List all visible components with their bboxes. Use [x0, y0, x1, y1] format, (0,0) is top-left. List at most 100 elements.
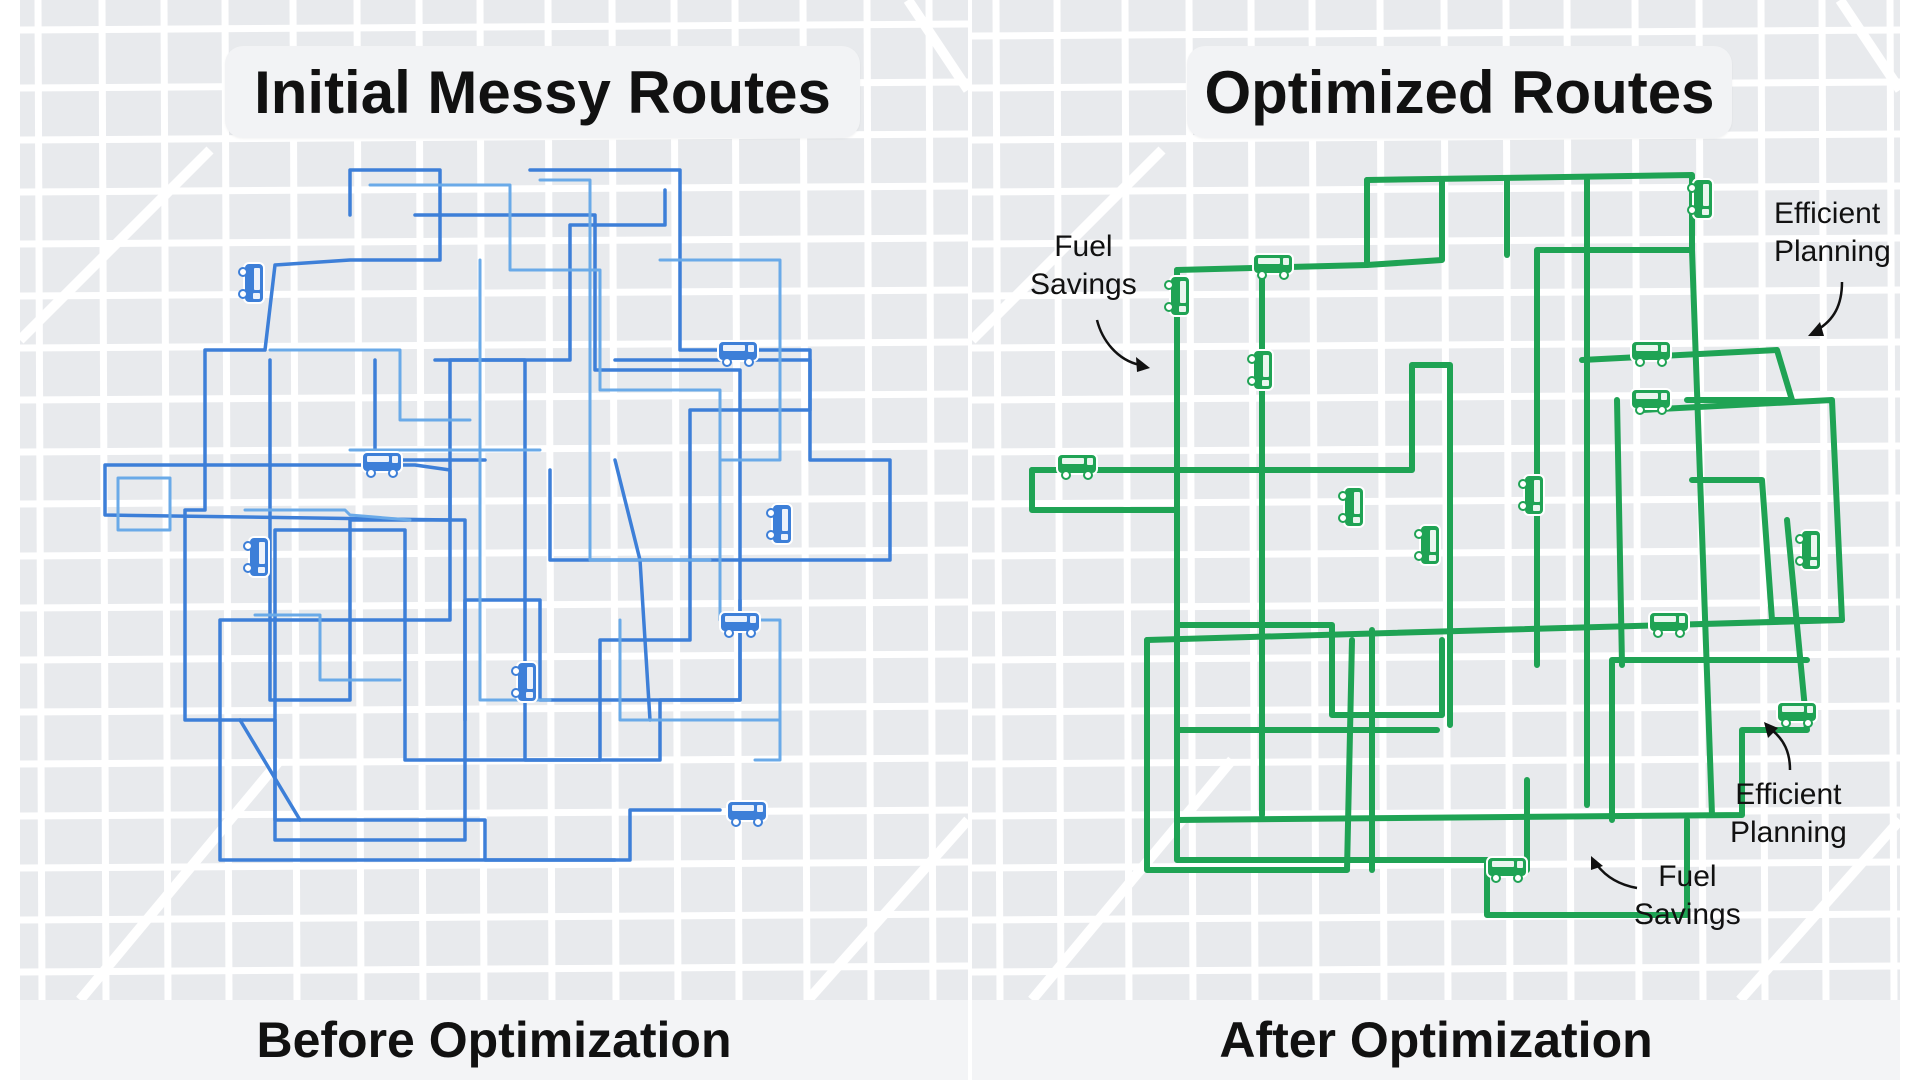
van-icon — [1795, 529, 1822, 571]
street — [972, 702, 1900, 716]
before-title: Initial Messy Routes — [225, 46, 860, 138]
route-line — [1579, 347, 1795, 403]
van-icon — [1776, 701, 1818, 728]
after-map-panel: Optimized Routes Fuel Savings Efficient … — [972, 0, 1900, 1000]
after-footer-label: After Optimization — [972, 1000, 1900, 1080]
street — [972, 494, 1900, 508]
van-icon — [1414, 524, 1441, 566]
street — [972, 754, 1900, 768]
van-icon — [1518, 474, 1545, 516]
route-line — [1174, 467, 1690, 918]
street — [972, 26, 1900, 40]
arrow-icon — [1095, 319, 1150, 372]
street — [20, 338, 968, 352]
street — [972, 338, 1900, 352]
route-line — [1364, 177, 1445, 268]
route-line — [1144, 637, 1355, 873]
route-line — [658, 258, 782, 462]
van-icon — [766, 503, 793, 545]
route-line — [1029, 467, 1180, 513]
street-diagonal — [804, 816, 968, 1000]
annotation-efficient-planning-bottom: Efficient Planning — [1730, 778, 1847, 849]
van-icon — [1056, 453, 1098, 480]
route-line — [273, 168, 812, 842]
van-icon — [717, 340, 759, 367]
route-line — [1364, 172, 1695, 668]
route-line — [538, 178, 712, 562]
route-line — [243, 508, 412, 522]
route-line — [1609, 657, 1810, 823]
route-line — [373, 358, 487, 462]
route-line — [268, 358, 467, 722]
street-diagonal — [1835, 0, 1900, 93]
van-icon — [511, 661, 538, 703]
annotation-fuel-savings-top: Fuel Savings — [1030, 230, 1137, 301]
street — [20, 702, 968, 716]
van-icon — [1247, 349, 1274, 391]
after-route-map — [972, 0, 1900, 1000]
arrow-icon — [1764, 722, 1792, 771]
street — [20, 598, 968, 612]
route-line — [116, 476, 172, 532]
messy-routes-dark — [103, 168, 892, 862]
van-icon — [1164, 275, 1191, 317]
route-line — [1639, 397, 1845, 623]
street — [972, 598, 1900, 612]
route-line — [548, 358, 892, 562]
route-line — [103, 463, 452, 522]
route-line — [218, 213, 742, 862]
route-line — [618, 618, 782, 722]
route-line — [268, 348, 472, 422]
street — [972, 286, 1900, 300]
van-icon — [1630, 388, 1672, 415]
arrow-icon — [1808, 281, 1844, 336]
route-line — [238, 718, 302, 822]
route-line — [368, 183, 782, 762]
street — [20, 286, 968, 300]
van-icon — [361, 451, 403, 478]
van-icon — [1687, 178, 1714, 220]
street-diagonal — [1028, 756, 1236, 1000]
before-footer-label: Before Optimization — [20, 1000, 968, 1080]
annotation-efficient-planning-top: Efficient Planning — [1774, 197, 1891, 268]
street — [20, 806, 968, 820]
van-icon — [1648, 611, 1690, 638]
street — [20, 962, 968, 976]
street — [972, 858, 1900, 872]
street — [20, 910, 968, 924]
before-route-map — [20, 0, 968, 1000]
before-map-panel: Initial Messy Routes — [20, 0, 968, 1000]
street — [972, 234, 1900, 248]
optimized-routes — [1029, 172, 1845, 918]
street — [972, 962, 1900, 976]
street — [20, 20, 968, 34]
van-icon — [1338, 486, 1365, 528]
van-icon — [243, 536, 270, 578]
van-icon — [1486, 856, 1528, 883]
street-diagonal — [972, 146, 1166, 344]
annotation-fuel-savings-bottom: Fuel Savings — [1634, 860, 1741, 931]
street-grid — [20, 0, 968, 1000]
street — [972, 910, 1900, 924]
route-line — [1614, 397, 1625, 668]
van-icon — [238, 262, 265, 304]
route-line — [253, 613, 402, 682]
street-diagonal — [1736, 816, 1900, 1000]
street — [20, 858, 968, 872]
street — [34, 0, 46, 1000]
van-icon — [1630, 340, 1672, 367]
route-line — [1689, 247, 1715, 818]
route-line — [1174, 267, 1445, 718]
route-line — [433, 188, 667, 362]
route-line — [1029, 362, 1453, 728]
street — [972, 390, 1900, 404]
street — [972, 442, 1900, 456]
street-diagonal — [76, 756, 284, 1000]
van-icon — [719, 611, 761, 638]
after-title: Optimized Routes — [1187, 46, 1732, 138]
street — [972, 650, 1900, 664]
street — [992, 0, 1004, 1000]
street — [20, 234, 968, 248]
street — [20, 182, 968, 196]
street — [972, 806, 1900, 820]
